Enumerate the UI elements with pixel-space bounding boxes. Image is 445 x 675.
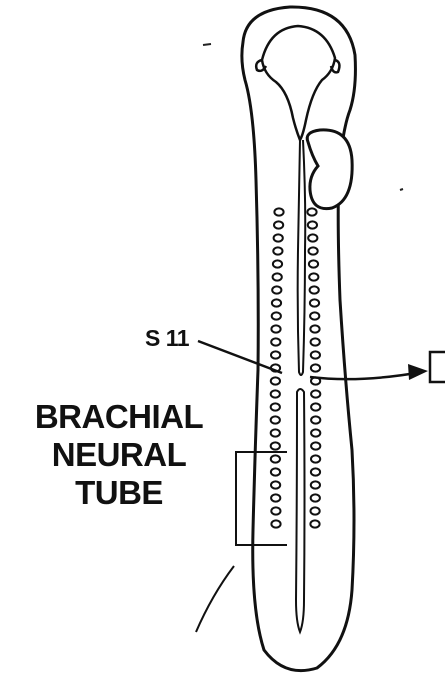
- somite-left: [271, 455, 280, 462]
- somite-right: [311, 442, 320, 449]
- somite-left: [271, 351, 280, 358]
- somite-right: [308, 221, 317, 228]
- somite-right: [311, 468, 320, 475]
- somite-right: [310, 312, 319, 319]
- somite-left: [271, 507, 280, 514]
- somite-left: [271, 429, 280, 436]
- somite-right: [308, 234, 317, 241]
- brachial-neural-tube-label: BRACHIAL NEURAL TUBE: [12, 398, 226, 512]
- cut-line: [196, 566, 234, 632]
- somite-right: [310, 325, 319, 332]
- somite-right: [311, 429, 320, 436]
- somite-right: [311, 507, 320, 514]
- somite-right: [311, 351, 320, 358]
- somite-left: [271, 442, 280, 449]
- somite-right: [310, 299, 319, 306]
- s11-pointer: [198, 341, 282, 373]
- somite-left: [272, 286, 281, 293]
- somite-right: [311, 494, 320, 501]
- somite-right: [307, 208, 316, 215]
- somite-left: [271, 338, 280, 345]
- stray-mark: [203, 44, 211, 45]
- somite-left: [271, 481, 280, 488]
- somite-left: [271, 390, 280, 397]
- somite-right: [310, 520, 319, 527]
- somite-left: [271, 403, 280, 410]
- heart-outline: [307, 130, 352, 209]
- somite-right: [311, 416, 320, 423]
- somite-left: [271, 325, 280, 332]
- somite-right: [309, 247, 318, 254]
- somite-left: [271, 416, 280, 423]
- somite-left: [273, 260, 282, 267]
- somite-left: [274, 221, 283, 228]
- brachial-label-line1: BRACHIAL: [12, 398, 226, 436]
- somite-left: [272, 312, 281, 319]
- somite-right: [311, 481, 320, 488]
- somite-left: [271, 377, 280, 384]
- somite-left: [274, 234, 283, 241]
- somite-left: [271, 520, 280, 527]
- somite-right: [311, 455, 320, 462]
- neural-tube-posterior: [296, 389, 305, 632]
- stray-mark: [400, 189, 403, 190]
- somite-right: [310, 286, 319, 293]
- somite-pairs: [271, 208, 321, 527]
- somite-right: [311, 364, 320, 371]
- brachial-label-line2: NEURAL: [12, 436, 226, 474]
- somite-right: [311, 403, 320, 410]
- somite-left: [271, 468, 280, 475]
- section-box: [430, 352, 445, 382]
- section-arrow: [310, 372, 422, 379]
- somite-11-label: S 11: [145, 325, 189, 352]
- brain-outline: [262, 26, 335, 140]
- somite-left: [273, 247, 282, 254]
- somite-right: [309, 260, 318, 267]
- somite-right: [311, 338, 320, 345]
- somite-left: [272, 299, 281, 306]
- section-arrow-head: [408, 364, 428, 380]
- neural-tube-anterior: [298, 140, 306, 375]
- somite-right: [309, 273, 318, 280]
- somite-left: [274, 208, 283, 215]
- somite-right: [311, 390, 320, 397]
- somite-left: [273, 273, 282, 280]
- somite-left: [271, 494, 280, 501]
- brachial-label-line3: TUBE: [12, 474, 226, 512]
